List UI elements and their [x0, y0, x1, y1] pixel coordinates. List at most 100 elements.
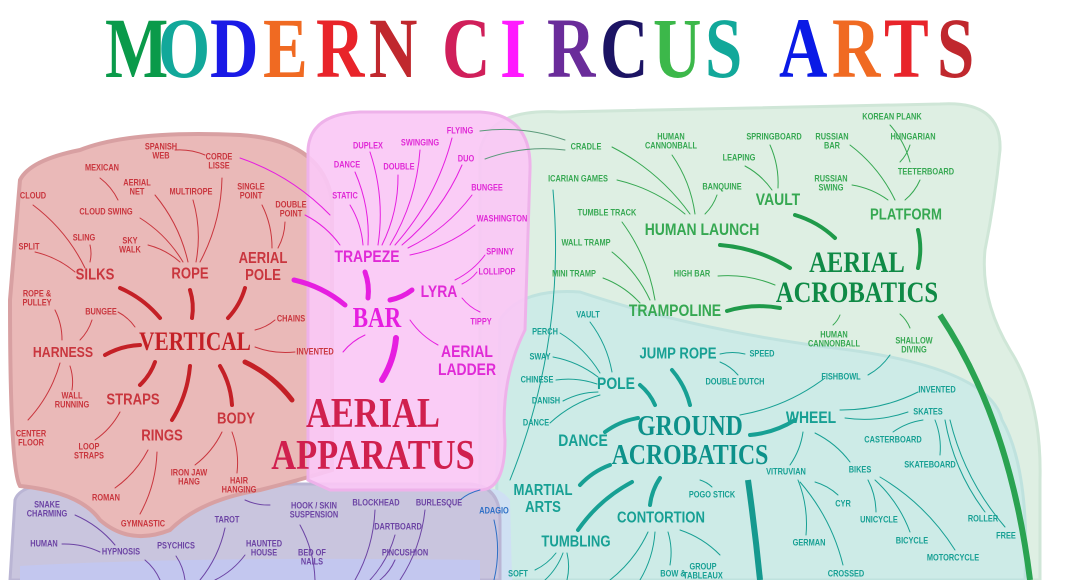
node-label-bar-12: LYRA — [420, 282, 458, 302]
node-label-aerial-apparatus-28: HAIR HANGING — [221, 475, 257, 495]
leaf-connector — [454, 254, 486, 281]
leaf-connector — [117, 311, 136, 328]
node-label-ground-acrobatics-4: SWAY — [529, 351, 551, 362]
hub-node-ground-acrobatics: GROUND ACROBATICS — [611, 410, 769, 471]
branch-connector — [291, 277, 348, 308]
leaf-connector — [79, 319, 93, 341]
title-letter: N — [368, 0, 418, 96]
node-label-other-acts-8: PSYCHICS — [157, 540, 195, 551]
branch-connector — [103, 343, 142, 357]
title-letter: S — [705, 0, 743, 96]
node-label-ground-acrobatics-15: CASTERBOARD — [864, 434, 922, 445]
leaf-connector — [199, 177, 223, 263]
node-label-ground-acrobatics-16: VITRUVIAN — [766, 466, 806, 477]
leaf-connector — [867, 354, 891, 376]
branch-connector — [379, 335, 399, 383]
leaf-connector — [277, 221, 286, 249]
node-label-aerial-apparatus-9: SPLIT — [18, 241, 40, 252]
branch-connector — [638, 383, 657, 407]
node-label-other-acts-4: TAROT — [214, 514, 240, 525]
node-label-ground-acrobatics-27: BICYCLE — [895, 535, 929, 546]
node-label-aerial-acrobatics-5: HUNGARIAN — [890, 131, 936, 142]
title-letter: O — [157, 0, 210, 96]
branch-connector — [748, 418, 797, 437]
node-label-ground-acrobatics-8: DANISH — [531, 395, 561, 406]
hub-node-aerial-apparatus: AERIAL APPARATUS — [271, 391, 475, 479]
branch-connector — [118, 286, 162, 320]
branch-connector — [603, 416, 640, 434]
leaf-connector — [409, 319, 439, 346]
node-label-bar-15: AERIAL LADDER — [437, 342, 497, 379]
node-label-other-acts-0: SNAKE CHARMING — [26, 499, 68, 519]
node-label-bar-0: FLYING — [446, 125, 474, 136]
hub-node-aerial-acrobatics: AERIAL ACROBATICS — [775, 246, 939, 309]
node-label-bar-4: DANCE — [333, 159, 361, 170]
leaf-connector — [616, 179, 686, 215]
leaf-connector — [744, 165, 773, 191]
node-label-ground-acrobatics-33: CROSSED — [827, 568, 865, 579]
region-bottom-strip — [20, 558, 480, 580]
branch-connector — [362, 269, 371, 301]
hub-node-aerial-apparatus-19: VERTICAL — [139, 327, 251, 356]
node-label-aerial-apparatus-25: LOOP STRAPS — [74, 441, 104, 461]
leaf-connector — [254, 346, 296, 354]
title-letter: R — [831, 0, 881, 96]
node-label-aerial-acrobatics-13: PLATFORM — [870, 206, 942, 224]
leaf-connector — [461, 271, 478, 285]
node-label-aerial-apparatus-22: STRAPS — [106, 391, 160, 409]
leaf-connector — [459, 489, 481, 501]
branch-connector — [670, 368, 692, 407]
node-label-aerial-apparatus-23: BODY — [217, 410, 255, 428]
leaf-connector — [304, 214, 341, 246]
node-label-ground-acrobatics-23: CONTORTION — [617, 509, 705, 527]
title-letter: A — [778, 0, 828, 96]
leaf-connector — [534, 552, 557, 571]
leaf-connector — [174, 149, 206, 156]
branch-connector — [170, 364, 192, 422]
leaf-connector — [814, 432, 851, 463]
node-label-aerial-acrobatics-0: CRADLE — [570, 141, 602, 152]
node-label-aerial-acrobatics-16: MINI TRAMP — [552, 268, 596, 279]
leaf-connector — [814, 481, 839, 496]
node-label-aerial-apparatus-7: DOUBLE POINT — [275, 199, 307, 219]
title-letter: U — [652, 0, 702, 96]
leaf-connector — [139, 217, 184, 263]
leaf-connector — [147, 244, 181, 263]
leaf-connector — [609, 531, 649, 580]
node-label-ground-acrobatics-26: GERMAN — [792, 537, 826, 548]
leaf-connector — [27, 362, 61, 421]
leaf-connector — [867, 479, 877, 513]
leaf-connector — [61, 543, 101, 553]
leaf-connector — [611, 251, 651, 301]
node-label-other-acts-11: PINCUSHION — [381, 547, 429, 558]
node-label-other-acts-7: HYPNOSIS — [101, 546, 141, 557]
node-label-ground-acrobatics-32: SOFT — [508, 568, 528, 579]
leaf-connector — [717, 275, 776, 286]
leaf-connector — [562, 391, 599, 402]
node-label-aerial-apparatus-12: SILKS — [75, 266, 115, 284]
leaf-connector — [175, 555, 186, 580]
leaf-connector — [509, 189, 556, 481]
node-label-ground-acrobatics-14: DANCE — [558, 431, 608, 451]
leaf-connector — [559, 332, 601, 374]
title-letter: I — [499, 0, 526, 96]
node-label-aerial-apparatus-10: SLING — [72, 232, 96, 243]
node-label-aerial-acrobatics-11: VAULT — [755, 190, 801, 210]
node-label-aerial-apparatus-18: HARNESS — [32, 344, 94, 362]
node-label-ground-acrobatics-25: FREE — [996, 530, 1016, 541]
leaf-connector — [192, 199, 199, 263]
node-label-aerial-apparatus-29: ROMAN — [92, 492, 120, 503]
region-vertical — [7, 132, 334, 538]
node-label-other-acts-3: BURLESQUE — [415, 497, 463, 508]
node-label-aerial-acrobatics-9: RUSSIAN SWING — [814, 173, 848, 193]
node-label-aerial-acrobatics-7: ICARIAN GAMES — [548, 173, 608, 184]
leaf-connector — [354, 171, 369, 246]
node-label-ground-acrobatics-2: JUMP ROPE — [639, 345, 717, 363]
node-label-ground-acrobatics-17: BIKES — [848, 464, 872, 475]
node-label-aerial-apparatus-4: AERIAL NET — [123, 177, 151, 197]
leaf-connector — [89, 244, 92, 263]
node-label-ground-acrobatics-30: BOW & — [660, 568, 686, 579]
node-label-aerial-apparatus-21: WALL RUNNING — [54, 390, 90, 410]
leaf-connector — [194, 431, 223, 466]
